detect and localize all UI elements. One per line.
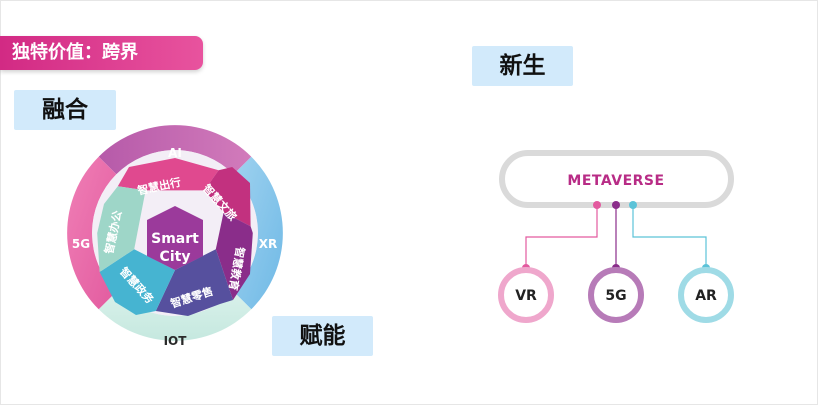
segment-smart-tourism (204, 167, 251, 227)
connector-lines (525, 205, 707, 268)
tag-empower: 赋能 (272, 316, 373, 356)
connector-dot-vr-top (593, 201, 601, 209)
ring-label-iot: IOT (164, 334, 188, 348)
hex-segments (97, 158, 253, 316)
center-label-line2: City (160, 249, 191, 265)
connector-ar (632, 205, 707, 268)
connector-vr (525, 205, 598, 268)
connector-dot-ar-top (629, 201, 637, 209)
node-label-ar: AR (695, 288, 717, 304)
connector-dot-5g-top (612, 201, 620, 209)
segment-smart-retail (155, 249, 233, 316)
node-label-5g: 5G (605, 288, 626, 304)
node-vr (498, 267, 554, 323)
segment-smart-education (215, 212, 253, 300)
node-ar (678, 267, 734, 323)
ring-segment-5g (67, 156, 117, 310)
ring-segment-xr (233, 156, 283, 310)
segment-smart-office (97, 186, 146, 272)
segment-smart-gov (99, 249, 175, 315)
segment-smart-travel (117, 158, 219, 191)
ring-label-5g: 5G (72, 237, 90, 251)
metaverse-label: METAVERSE (567, 173, 664, 189)
title-banner: 独特价值：跨界 (0, 36, 203, 70)
ring-label-ai: AI (168, 146, 182, 160)
ring-segment-iot (98, 291, 252, 341)
node-label-vr: VR (515, 288, 537, 304)
tag-newborn: 新生 (472, 46, 573, 86)
ring-label-xr: XR (259, 237, 278, 251)
center-label-line1: Smart (151, 231, 199, 247)
ring-segment-ai (98, 125, 252, 175)
tag-fusion: 融合 (14, 90, 116, 130)
center-hexagon (147, 206, 203, 270)
node-5g (588, 267, 644, 323)
